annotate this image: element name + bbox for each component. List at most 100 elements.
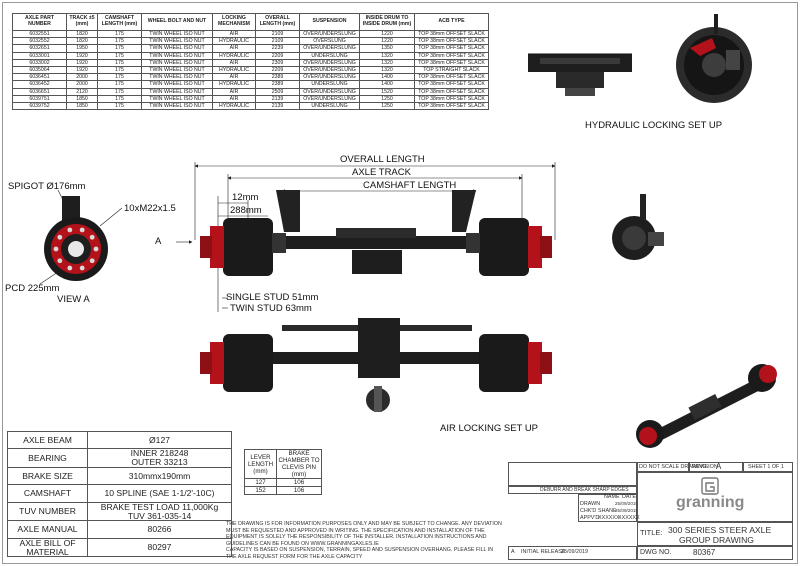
isometric-axle-view	[636, 364, 777, 448]
lever-table-row: 127 106	[244, 478, 322, 487]
axle-spec-table: AXLE PART NUMBER TRACK ±5 (mm) CAMSHAFT …	[12, 13, 489, 111]
wheel-stud	[89, 234, 95, 240]
single-stud-label: SINGLE STUD 51mm	[226, 292, 319, 303]
wheel-stud	[57, 234, 63, 240]
title-line-2: GROUP DRAWING	[679, 535, 754, 545]
approval-grid	[578, 494, 637, 522]
name-label: NAME	[604, 494, 620, 500]
info-key: AXLE MANUAL	[7, 520, 88, 539]
info-value: 310mmx190mm	[87, 466, 232, 486]
granning-logo-mark	[701, 477, 719, 495]
info-key: TUV NUMBER	[7, 501, 88, 522]
wheel-stud	[93, 246, 99, 252]
chkd-name: SHANE	[598, 508, 617, 514]
sheet-box	[743, 462, 793, 472]
wheel-stud	[79, 227, 85, 233]
overall-length-label: OVERALL LENGTH	[340, 154, 425, 165]
wheel-stud	[79, 265, 85, 271]
side-view-hub	[612, 194, 664, 260]
revision-history-box	[508, 546, 637, 560]
hydraulic-axle-view	[528, 53, 632, 96]
info-key: BEARING	[7, 448, 88, 468]
info-value-line: INNER 218248	[130, 448, 189, 459]
arrow-a-label: A	[155, 236, 162, 247]
spec-table-cell: TOP STRAIGHT SLACK	[414, 66, 489, 75]
air-axle-main-view	[200, 190, 552, 276]
view-a-label: VIEW A	[57, 294, 90, 305]
info-value-line: 310mmx190mm	[128, 470, 191, 481]
info-value-line-2: TUV 361-035-14	[127, 510, 192, 521]
deburr-text: DEBURR AND BREAK SHARP EDGES	[540, 487, 629, 493]
revision-value: A	[716, 462, 722, 471]
pcd-label: PCD 225mm	[5, 283, 60, 294]
spec-table-cell: TOP 38mm OFFSET SLACK	[414, 80, 489, 89]
info-value: 80297	[87, 537, 232, 558]
dwg-label: DWG NO.	[640, 549, 672, 556]
spec-table-cell: TOP 38mm OFFSET SLACK	[414, 58, 489, 68]
wheel-stud	[67, 227, 73, 233]
spigot-label: SPIGOT Ø176mm	[8, 181, 86, 192]
note-line-1: THE DRAWING IS FOR INFORMATION PURPOSES …	[226, 521, 502, 547]
chkd-date: 25/09/2019	[615, 508, 638, 513]
brake-chamber-cell: 106	[276, 478, 322, 487]
title-line-1: 300 SERIES STEER AXLE	[668, 525, 772, 535]
do-not-scale-box	[637, 462, 689, 472]
spec-table-cell: TOP 38mm OFFSET SLACK	[414, 87, 489, 96]
col-camshaft: CAMSHAFT LENGTH (mm)	[97, 13, 142, 31]
info-key: CAMSHAFT	[7, 484, 88, 503]
info-key: AXLE BILL OF MATERIAL	[7, 537, 88, 558]
twin-stud-label: TWIN STUD 63mm	[230, 303, 312, 314]
lever-length-header: LEVER LENGTH (mm)	[244, 449, 277, 479]
sheet-text: SHEET 1 OF 1	[748, 464, 784, 470]
wheel-stud	[57, 258, 63, 264]
camshaft-length-label: CAMSHAFT LENGTH	[363, 180, 457, 191]
disclaimer-box	[508, 462, 637, 486]
do-not-scale-text: DO NOT SCALE DRAWING	[639, 464, 707, 470]
spec-table-cell: TOP 38mm OFFSET SLACK	[414, 51, 489, 60]
info-key: BRAKE SIZE	[7, 466, 88, 486]
title-box	[637, 522, 793, 546]
air-setup-label: AIR LOCKING SET UP	[440, 423, 539, 434]
view-a-hub	[44, 196, 108, 281]
revision-label: REVISION	[692, 464, 718, 470]
brake-chamber-header: BRAKE CHAMBER TO CLEVIS PIN (mm)	[276, 449, 322, 479]
info-table-row: AXLE BILL OF MATERIAL 80297	[7, 537, 232, 558]
drawn-label: DRAWN	[580, 501, 601, 507]
air-axle-lower-view	[200, 318, 552, 412]
lever-table-row: 152 106	[244, 486, 322, 495]
dwg-number: 80367	[693, 548, 716, 557]
spec-table-cell: TOP 38mm OFFSET SLACK	[414, 102, 489, 111]
brand-box	[637, 472, 793, 522]
info-value-line: 80297	[147, 542, 172, 553]
studs-label: 10xM22x1.5	[124, 203, 176, 214]
spec-table-cell: TOP 38mm OFFSET SLACK	[414, 44, 489, 53]
info-value-line: BRAKE TEST LOAD 11,000Kg	[100, 501, 219, 512]
dwg-box	[637, 546, 793, 560]
hydraulic-setup-label: HYDRAULIC LOCKING SET UP	[585, 120, 723, 131]
drawn-date: 25/09/2019	[615, 501, 638, 506]
hydraulic-hub-view	[676, 14, 752, 103]
rev-row-letter: A	[511, 549, 515, 555]
title-label: TITLE:	[640, 528, 663, 537]
info-value: Ø127	[87, 430, 232, 450]
spec-table-cell: TOP 38mm OFFSET SLACK	[414, 73, 489, 82]
drawing-notes: THE DRAWING IS FOR INFORMATION PURPOSES …	[226, 521, 504, 561]
lever-length-cell: 152	[244, 486, 277, 495]
lever-length-cell: 127	[244, 478, 277, 487]
info-value: 80266	[87, 520, 232, 539]
